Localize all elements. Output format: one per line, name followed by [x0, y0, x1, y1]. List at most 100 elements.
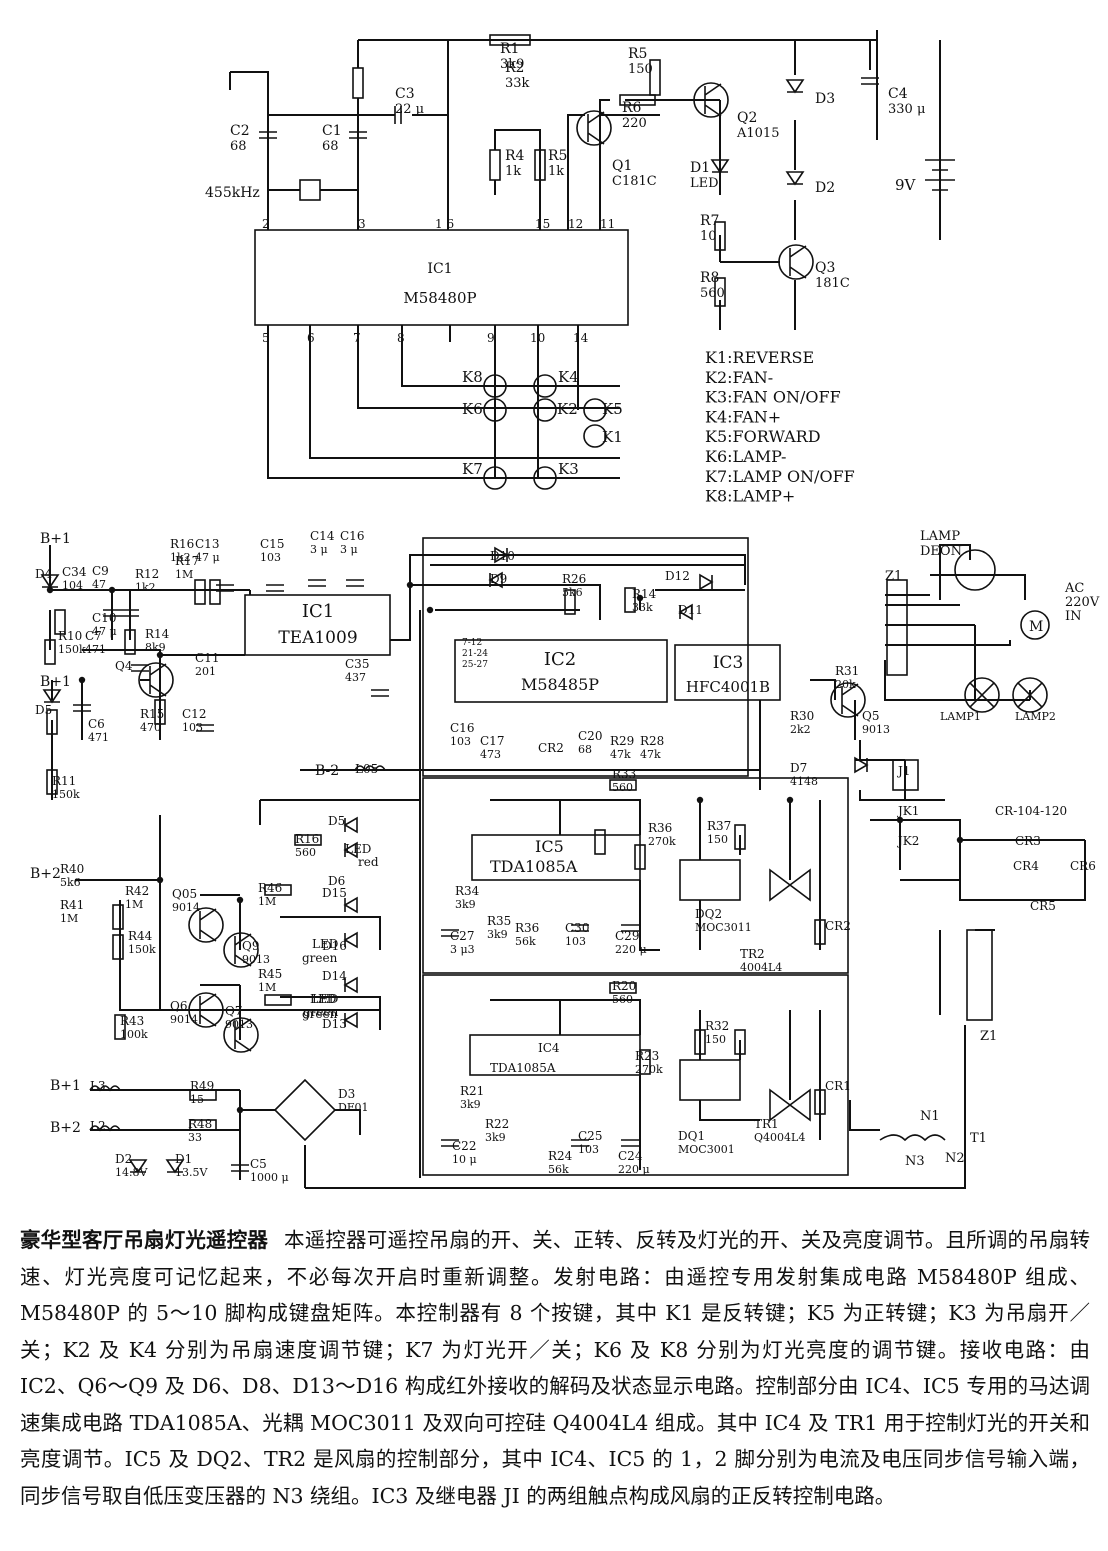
receiver-value: MOC3001 [678, 1143, 735, 1156]
ic1-pin-bottom: 14 [573, 331, 589, 345]
transmitter-ref: Q1 [612, 158, 632, 174]
optocoupler-dq1 [679, 1059, 741, 1101]
led-d3 [785, 79, 805, 94]
key-legend-item: K2:FAN- [705, 368, 773, 387]
receiver-value: 3k9 [455, 898, 476, 911]
receiver-value: 4148 [790, 775, 818, 788]
ic2-pin-group: 21-24 [462, 649, 488, 659]
receiver-value: 471 [85, 643, 106, 656]
receiver-ref: D12 [665, 569, 690, 583]
led-color-label: green [302, 1007, 338, 1021]
receiver-ref: R44 [128, 929, 153, 943]
receiver-ref: R16 [295, 832, 319, 846]
capacitor-c4 [861, 77, 879, 85]
capacitor-symbol [216, 584, 234, 592]
relay-label: J1 [896, 764, 910, 778]
receiver-ref: C11 [195, 651, 219, 665]
cr-label: CR1 [825, 1079, 851, 1093]
ic5-name: IC5 [535, 837, 564, 856]
receiver-value: 9013 [225, 1018, 253, 1031]
junction-dot [696, 796, 704, 804]
motor-label: M [1029, 619, 1043, 635]
connector-z1-right [966, 929, 993, 1021]
receiver-ref: DQ1 [678, 1129, 705, 1143]
receiver-ref: L05 [355, 762, 378, 776]
junction-dot [108, 586, 116, 594]
receiver-ref: L2 [90, 1119, 106, 1133]
ic1-part: M58480P [403, 289, 476, 307]
receiver-value: 150k [58, 643, 86, 656]
ic1-pin-top: 2 [262, 217, 270, 231]
wire [876, 40, 941, 240]
receiver-ref: C13 [195, 537, 219, 551]
transformer-winding [879, 1134, 946, 1142]
resistor-symbol [639, 1049, 651, 1075]
key-label: K5 [602, 400, 623, 418]
component-symbols [40, 34, 1050, 1176]
ic1-name: IC1 [427, 261, 452, 277]
diode-symbol [343, 841, 358, 859]
receiver-value: 9013 [242, 953, 270, 966]
receiver-ref: R40 [60, 862, 84, 876]
receiver-ref: C16 [340, 529, 364, 543]
resistor-symbol [189, 1089, 217, 1101]
resistor-r5-1k [534, 149, 546, 181]
cr-label: CR3 [1015, 834, 1041, 848]
receiver-ref: R34 [455, 884, 480, 898]
capacitor-symbol [266, 584, 284, 592]
receiver-ref: D2 [115, 1152, 132, 1166]
transistor-body [138, 662, 174, 698]
transistor-body [576, 110, 612, 146]
resistor-symbol [734, 824, 746, 850]
key-contact [483, 374, 507, 398]
junction-dot [406, 581, 414, 589]
ic2-m58485p-body [454, 639, 668, 703]
receiver-ref: D5 [35, 703, 52, 717]
junction-dot [426, 606, 434, 614]
receiver-value: 33k [632, 601, 653, 614]
wire [490, 999, 641, 1170]
wire [699, 800, 821, 950]
ic3-hfc4001b-body [674, 644, 781, 701]
transmitter-value: 3k9 [500, 57, 524, 72]
receiver-ref: C22 [452, 1139, 476, 1153]
wire [490, 799, 660, 951]
capacitor-symbol [621, 924, 639, 932]
receiver-ref: D16 [322, 939, 347, 953]
caption: 豪华型客厅吊扇灯光遥控器本遥控器可遥控吊扇的开、关、正转、反转及灯光的开、关及亮… [20, 1222, 1090, 1514]
receiver-ref: R21 [460, 1084, 484, 1098]
receiver-ref: C27 [450, 929, 474, 943]
ic1-pin-top: 3 [358, 217, 366, 231]
rail-label: B-2 [315, 763, 339, 779]
transistor-body [693, 82, 729, 118]
receiver-ref: R41 [60, 898, 84, 912]
capacitor-c3 [394, 106, 402, 124]
transistor-body [188, 907, 224, 943]
battery-label: 9V [895, 176, 917, 194]
transmitter-value: 22 μ [395, 102, 424, 117]
relay-j1 [892, 759, 919, 791]
return-wire [305, 1025, 966, 1189]
wire [884, 604, 1031, 701]
receiver-value: 104 [62, 579, 83, 592]
junction-dot [156, 876, 164, 884]
receiver-ref: R49 [190, 1079, 214, 1093]
wire [75, 799, 420, 1010]
transistor-body [778, 244, 814, 280]
receiver-value: 220 μ [615, 943, 647, 956]
resistor-symbol [734, 1029, 746, 1055]
receiver-value: 47 μ [92, 625, 117, 638]
tea1009-part: TEA1009 [278, 628, 357, 648]
wire [567, 99, 720, 230]
ic1-pin-bottom: 6 [307, 331, 315, 345]
lamp-deon-label: DEON [920, 544, 962, 559]
receiver-value: 103 [450, 735, 471, 748]
receiver-ref: D1 [175, 1152, 192, 1166]
receiver-value: 1M [175, 568, 193, 581]
transmitter-ref: D3 [815, 91, 835, 107]
lamp1-symbol [964, 677, 1000, 713]
ic4-name: IC4 [538, 1041, 560, 1055]
inductor-l3 [89, 1085, 121, 1092]
ac-in-label: AC [1064, 581, 1084, 596]
capacitor-symbol [371, 689, 389, 697]
